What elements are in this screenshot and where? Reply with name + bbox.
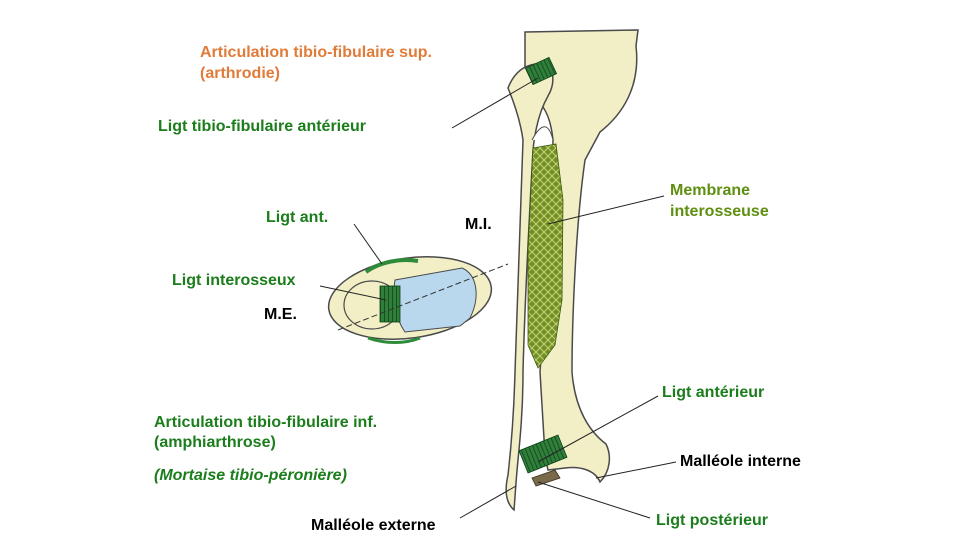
cross-section	[327, 256, 509, 344]
leader-lines	[319, 77, 677, 519]
inferior-posterior-ligament	[531, 469, 561, 487]
label-ligt-interosseux: Ligt interosseux	[172, 272, 296, 289]
label-art-inf-2: (amphiarthrose)	[154, 434, 276, 451]
label-art-inf-1: Articulation tibio-fibulaire inf.	[154, 414, 378, 431]
label-membrane-2: interosseuse	[670, 203, 769, 220]
label-malleole-externe: Malléole externe	[311, 517, 436, 534]
label-ligt-tf-ant: Ligt tibio-fibulaire antérieur	[158, 118, 367, 135]
label-malleole-interne: Malléole interne	[680, 453, 801, 470]
label-mi: M.I.	[465, 216, 492, 233]
label-mortaise: (Mortaise tibio-péronière)	[154, 467, 347, 484]
label-ligt-anterieur: Ligt antérieur	[662, 384, 765, 401]
upper-gap	[531, 126, 554, 141]
label-ligt-posterieur: Ligt postérieur	[656, 512, 769, 529]
inferior-anterior-ligament	[518, 434, 568, 474]
label-art-sup-2: (arthrodie)	[200, 65, 280, 82]
label-ligt-ant-section: Ligt ant.	[266, 209, 329, 226]
superior-ligament	[524, 56, 558, 86]
label-me: M.E.	[264, 306, 297, 323]
label-art-sup-1: Articulation tibio-fibulaire sup.	[200, 44, 432, 61]
fibula-bone	[505, 62, 554, 512]
label-membrane-1: Membrane	[670, 182, 751, 199]
interosseous-membrane	[527, 143, 564, 369]
